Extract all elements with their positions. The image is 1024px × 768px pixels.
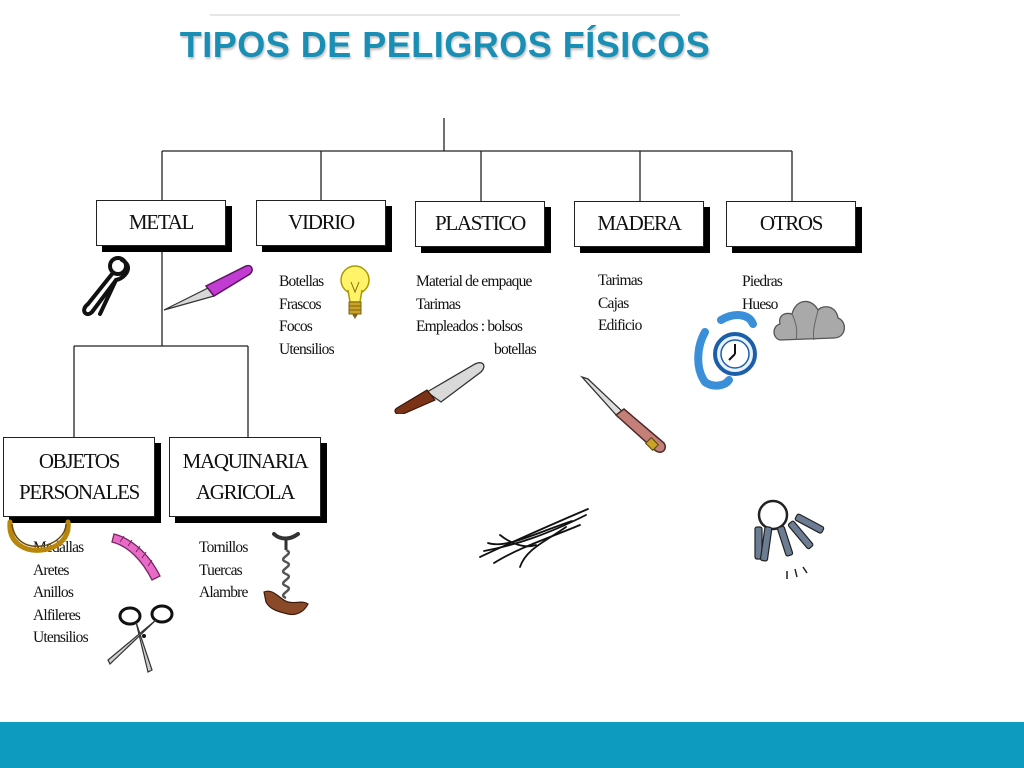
title-rule xyxy=(210,14,680,16)
category-objetos-line1: OBJETOS xyxy=(38,448,121,473)
list-item: Tarimas xyxy=(598,272,643,289)
category-maquinaria-agricola: MAQUINARIA AGRICOLA xyxy=(169,437,321,517)
category-otros-label: OTROS xyxy=(759,211,824,236)
category-madera-label: MADERA xyxy=(597,211,682,236)
ring-icon xyxy=(7,519,71,553)
list-item: Piedras xyxy=(742,273,783,290)
list-item: Cajas xyxy=(598,294,629,312)
category-objetos-line2: PERSONALES xyxy=(18,480,140,504)
category-metal-label: METAL xyxy=(128,210,194,235)
category-plastico: PLASTICO xyxy=(415,201,545,247)
keys-icon xyxy=(754,499,825,579)
category-objetos-personales: OBJETOS PERSONALES xyxy=(3,437,155,517)
list-item: Tarimas xyxy=(416,295,461,313)
category-metal: METAL xyxy=(96,200,226,246)
category-vidrio: VIDRIO xyxy=(256,200,386,246)
wire-strands-icon xyxy=(479,508,589,568)
pocket-knife-icon xyxy=(579,375,667,454)
category-plastico-label: PLASTICO xyxy=(435,211,526,236)
list-madera: Tarimas Cajas Edificio xyxy=(598,270,643,338)
list-otros: Piedras Hueso xyxy=(742,271,783,316)
category-madera: MADERA xyxy=(574,201,704,247)
list-item: botellas xyxy=(494,340,537,358)
list-item: Focos xyxy=(279,318,313,335)
list-vidrio: Botellas Frascos Focos Utensilios xyxy=(279,271,335,361)
category-maquinaria-line1: MAQUINARIA xyxy=(182,448,309,473)
lightbulb-icon xyxy=(340,265,370,319)
category-otros: OTROS xyxy=(726,201,856,247)
list-item: Botellas xyxy=(279,273,324,290)
category-vidrio-label: VIDRIO xyxy=(288,210,355,235)
safety-pin-icon xyxy=(82,256,130,317)
footer-bar xyxy=(0,722,1024,768)
list-plastico: Material de empaque Tarimas Empleados : … xyxy=(416,271,537,361)
slide-title: TIPOS DE PELIGROS FÍSICOS xyxy=(179,24,711,65)
list-item: Material de empaque xyxy=(416,273,532,290)
hair-comb-icon xyxy=(111,533,161,581)
wristwatch-icon xyxy=(694,311,757,390)
machete-icon xyxy=(394,362,485,414)
list-item: Anillos xyxy=(33,584,74,601)
scissors-icon xyxy=(107,604,174,673)
list-item: Edificio xyxy=(598,317,642,334)
list-item: Aretes xyxy=(33,561,69,579)
list-item: Hueso xyxy=(742,295,778,313)
corkscrew-icon xyxy=(263,532,309,616)
list-maquinaria-agricola: Tornillos Tuercas Alambre xyxy=(199,537,248,605)
list-item: Tornillos xyxy=(199,539,248,556)
list-item: Utensilios xyxy=(33,629,89,646)
knife-icon xyxy=(163,264,253,311)
list-item: Frascos xyxy=(279,295,322,313)
list-item: Utensilios xyxy=(279,340,335,358)
list-item: Alfileres xyxy=(33,606,81,624)
list-item: Tuercas xyxy=(199,561,243,579)
list-item: Alambre xyxy=(199,584,248,601)
list-item: Empleados : bolsos xyxy=(416,318,523,335)
stones-icon xyxy=(773,300,845,341)
list-objetos-personales: Medallas Aretes Anillos Alfileres Utensi… xyxy=(33,537,89,650)
category-maquinaria-line2: AGRICOLA xyxy=(195,480,295,504)
